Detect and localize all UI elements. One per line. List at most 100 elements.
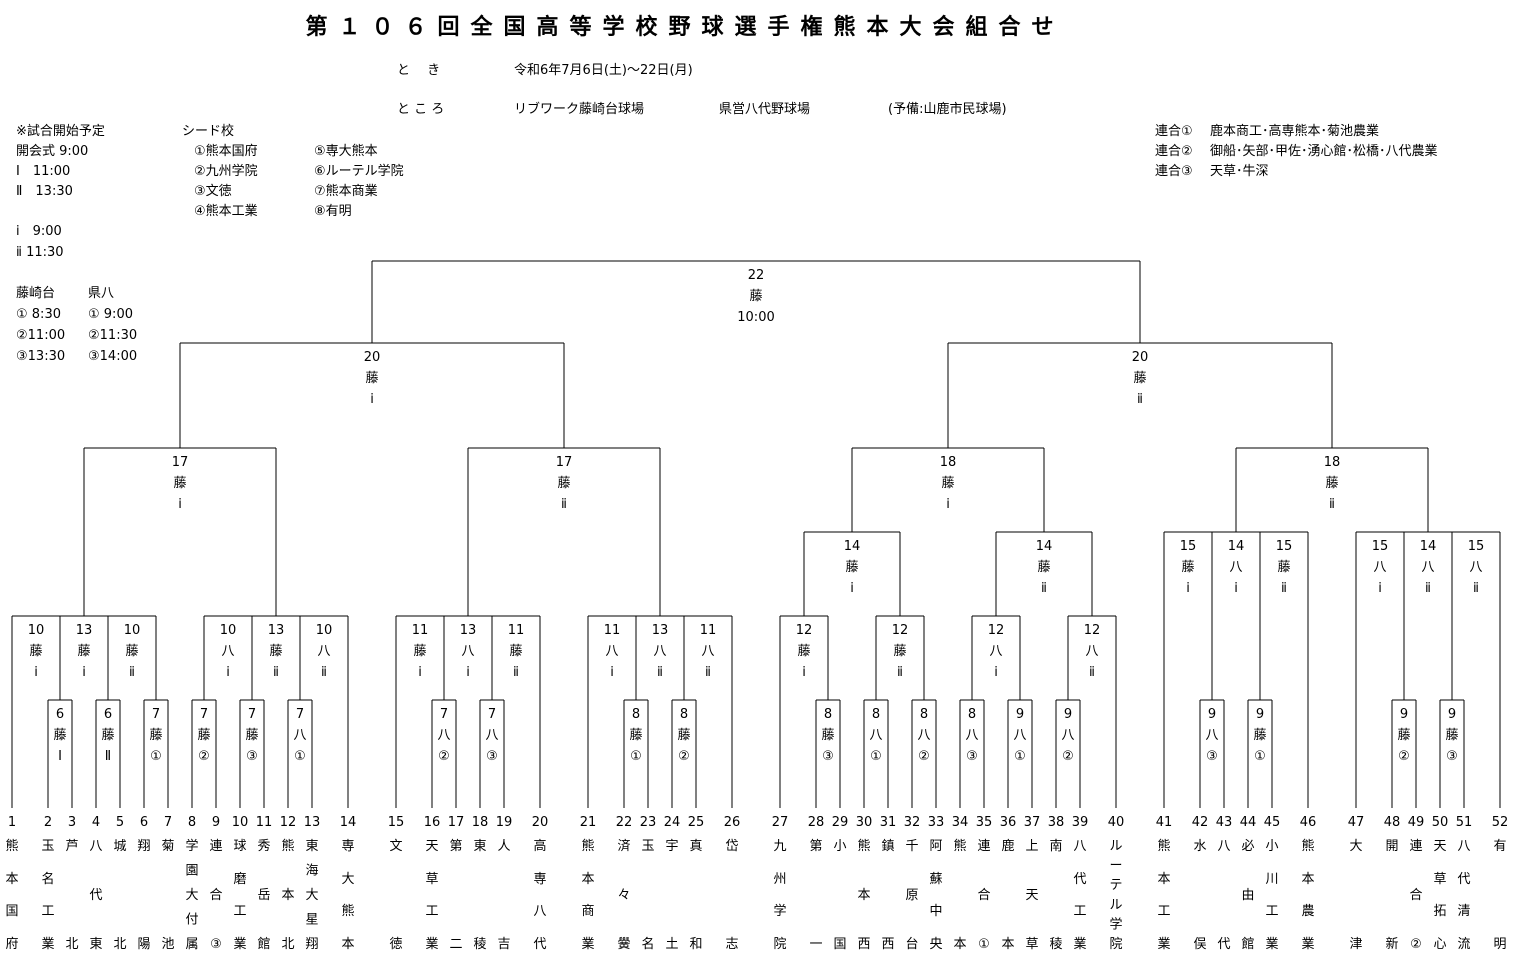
match-slot: ⅰ bbox=[802, 665, 806, 680]
team-name: 熊本西 bbox=[857, 838, 870, 952]
team-name: 有明 bbox=[1493, 839, 1506, 952]
match-venue: 八 bbox=[1421, 560, 1434, 575]
match-day: 7 bbox=[440, 707, 448, 722]
match-slot: ② bbox=[918, 749, 930, 764]
match-slot: ⅰ bbox=[466, 665, 470, 680]
match-slot: ① bbox=[1014, 749, 1026, 764]
team-name: 学園大付属 bbox=[185, 838, 198, 952]
match-venue: 藤 bbox=[893, 644, 906, 659]
match-day: 15 bbox=[1180, 539, 1197, 554]
match-slot: ⅰ bbox=[610, 665, 614, 680]
match-venue: 藤 bbox=[677, 728, 690, 743]
team-name: 菊池 bbox=[161, 839, 174, 952]
team-name: 天草拓心 bbox=[1433, 839, 1446, 952]
team-name: 千原台 bbox=[905, 839, 918, 952]
match-slot: ① bbox=[870, 749, 882, 764]
match-venue: 八 bbox=[293, 728, 306, 743]
match-day: 15 bbox=[1372, 539, 1389, 554]
team-number: 23 bbox=[640, 815, 657, 830]
match-slot: ③ bbox=[966, 749, 978, 764]
match-venue: 藤 bbox=[1133, 371, 1146, 386]
schedule-line: 開会式 9:00 bbox=[16, 144, 89, 159]
match-day: 11 bbox=[508, 623, 525, 638]
match-venue: 八 bbox=[1469, 560, 1482, 575]
match-venue: 八 bbox=[221, 644, 234, 659]
match-venue: 藤 bbox=[845, 560, 858, 575]
match-day: 14 bbox=[1228, 539, 1245, 554]
match-venue: 八 bbox=[653, 644, 666, 659]
team-number: 30 bbox=[856, 815, 873, 830]
team-number: 21 bbox=[580, 815, 597, 830]
match-venue: 藤 bbox=[125, 644, 138, 659]
match-day: 11 bbox=[604, 623, 621, 638]
match-day: 14 bbox=[844, 539, 861, 554]
match-day: 10 bbox=[220, 623, 237, 638]
team-name: 小川工業 bbox=[1265, 839, 1278, 952]
team-number: 25 bbox=[688, 815, 705, 830]
team-number: 13 bbox=[304, 815, 321, 830]
team-number: 41 bbox=[1156, 815, 1173, 830]
team-number: 24 bbox=[664, 815, 681, 830]
match-day: 10 bbox=[28, 623, 45, 638]
match-venue: 藤 bbox=[173, 476, 186, 491]
team-name: 芦北 bbox=[65, 839, 78, 952]
match-day: 9 bbox=[1256, 707, 1264, 722]
match-venue: 藤 bbox=[1277, 560, 1290, 575]
match-slot: ③ bbox=[822, 749, 834, 764]
match-venue: 藤 bbox=[245, 728, 258, 743]
match-day: 9 bbox=[1400, 707, 1408, 722]
seed-school: ③文徳 bbox=[194, 184, 232, 199]
team-name: 阿蘇中央 bbox=[929, 839, 942, 952]
match-day: 12 bbox=[796, 623, 813, 638]
team-number: 2 bbox=[44, 815, 52, 830]
match-venue: 八 bbox=[605, 644, 618, 659]
rengo-label: 連合① bbox=[1155, 124, 1193, 139]
match-day: 7 bbox=[200, 707, 208, 722]
match-venue: 藤 bbox=[197, 728, 210, 743]
team-number: 37 bbox=[1024, 815, 1041, 830]
team-number: 48 bbox=[1384, 815, 1401, 830]
team-number: 6 bbox=[140, 815, 148, 830]
team-name: 第一 bbox=[809, 839, 822, 952]
team-number: 15 bbox=[388, 815, 405, 830]
match-venue: 八 bbox=[1013, 728, 1026, 743]
team-number: 12 bbox=[280, 815, 297, 830]
team-name: 鎮西 bbox=[881, 838, 894, 952]
match-venue: 八 bbox=[461, 644, 474, 659]
team-name: 球磨工業 bbox=[233, 839, 246, 952]
team-number: 4 bbox=[92, 815, 100, 830]
match-day: 13 bbox=[652, 623, 669, 638]
schedule-heading: ※試合開始予定 bbox=[16, 124, 105, 139]
match-slot: ② bbox=[1062, 749, 1074, 764]
match-venue: 八 bbox=[701, 644, 714, 659]
team-name: 水俣 bbox=[1193, 839, 1206, 952]
match-day: 20 bbox=[1132, 350, 1149, 365]
schedule-venue-fujisakidai: 藤崎台 bbox=[16, 286, 56, 301]
schedule-time: ① 9:00 bbox=[88, 307, 133, 322]
match-day: 7 bbox=[248, 707, 256, 722]
team-name: 専大熊本 bbox=[341, 839, 354, 952]
match-slot: ⅱ bbox=[321, 665, 327, 680]
match-venue: 藤 bbox=[149, 728, 162, 743]
match-slot: ⅰ bbox=[1186, 581, 1190, 596]
team-name: 東海大星翔 bbox=[305, 838, 318, 952]
team-number: 31 bbox=[880, 815, 897, 830]
match-day: 7 bbox=[152, 707, 160, 722]
venue-reserve: (予備:山鹿市民球場) bbox=[888, 102, 1007, 117]
match-day: 9 bbox=[1448, 707, 1456, 722]
team-name: 人吉 bbox=[497, 839, 510, 952]
match-day: 22 bbox=[748, 268, 765, 283]
match-slot: ⅰ bbox=[370, 392, 374, 407]
match-venue: 藤 bbox=[797, 644, 810, 659]
match-day: 6 bbox=[56, 707, 64, 722]
match-venue: 藤 bbox=[29, 644, 42, 659]
match-venue: 八 bbox=[917, 728, 930, 743]
match-slot: ⅰ bbox=[1378, 581, 1382, 596]
match-day: 15 bbox=[1276, 539, 1293, 554]
seed-school: ⑤専大熊本 bbox=[314, 144, 378, 159]
match-venue: 八 bbox=[1061, 728, 1074, 743]
venue-fujisakidai: リブワーク藤崎台球場 bbox=[514, 102, 645, 117]
match-day: 17 bbox=[172, 455, 189, 470]
match-slot: ⅰ bbox=[946, 497, 950, 512]
